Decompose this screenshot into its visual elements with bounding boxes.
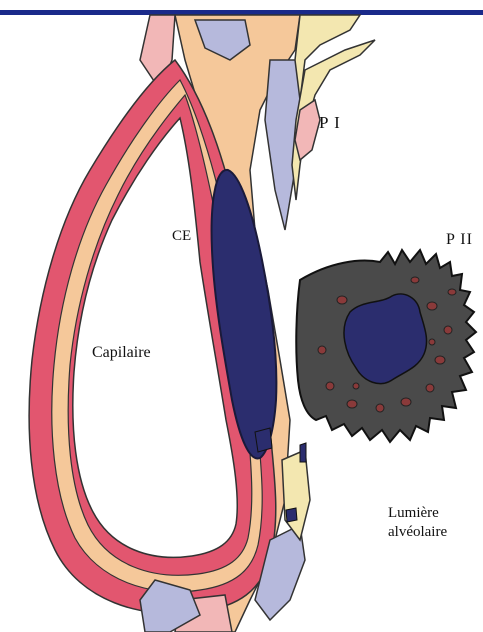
lamellar-body (435, 356, 445, 364)
label-endothelial-cell: CE (172, 228, 191, 245)
lamellar-body (429, 339, 435, 345)
lower-cytoplasm-right (282, 450, 310, 540)
label-capillary: Capilaire (92, 344, 151, 362)
lamellar-body (426, 384, 434, 392)
label-alveolar-lumen-line2: alvéolaire (388, 523, 447, 542)
label-pneumocyte-i: P I (319, 113, 341, 133)
lamellar-body (401, 398, 411, 406)
lamellar-body (411, 277, 419, 283)
label-pneumocyte-ii: P II (446, 231, 473, 249)
lamellar-body (326, 382, 334, 390)
small-mark-right (300, 443, 306, 462)
label-alveolar-lumen-line1: Lumière (388, 504, 447, 523)
lamellar-body (427, 302, 437, 310)
lamellar-body (376, 404, 384, 412)
lamellar-body (337, 296, 347, 304)
lamellar-body (318, 346, 326, 354)
lamellar-body (444, 326, 452, 334)
small-nucleus-lower (255, 428, 272, 452)
lamellar-body (347, 400, 357, 408)
label-alveolar-lumen: Lumière alvéolaire (388, 504, 447, 542)
lamellar-body (353, 383, 359, 389)
small-mark-lower (286, 508, 297, 522)
lamellar-body (448, 289, 456, 295)
